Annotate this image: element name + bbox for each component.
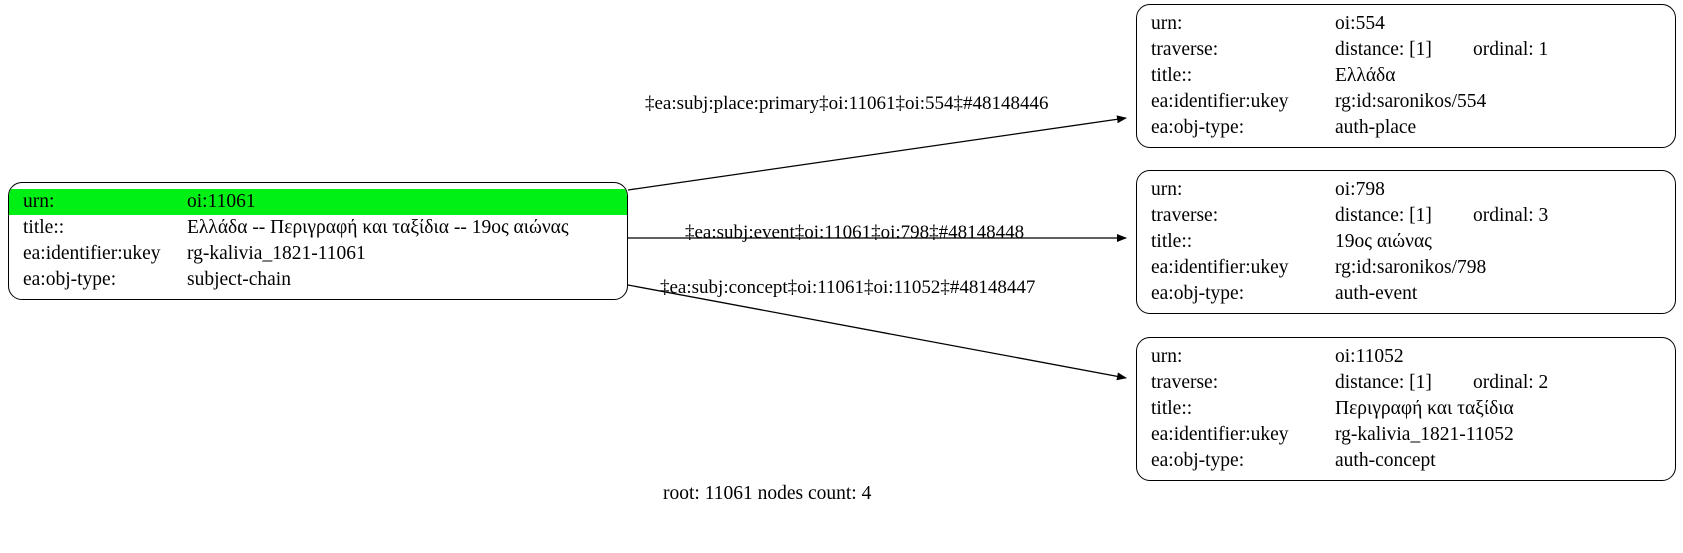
row-key: urn: (1151, 346, 1183, 367)
row-value: auth-concept (1335, 450, 1436, 471)
node-row: title:: 19ος αιώνας (1137, 229, 1675, 255)
row-key: title:: (1151, 65, 1193, 86)
node-row: ea:obj-type: auth-event (1137, 281, 1675, 307)
node-row: title:: Περιγραφή και ταξίδια (1137, 396, 1675, 422)
node-target-oi-11052[interactable]: urn: oi:11052 traverse: distance: [1] ord… (1136, 337, 1676, 481)
node-row: ea:obj-type: auth-concept (1137, 448, 1675, 474)
graph-footer-summary: root: 11061 nodes count: 4 (663, 483, 872, 504)
row-key: ea:identifier:ukey (1151, 91, 1289, 112)
row-value: rg:id:saronikos/554 (1335, 91, 1487, 112)
edge-label-concept: ‡ea:subj:concept‡oi:11061‡oi:11052‡#4814… (660, 277, 1036, 298)
edge-label-event: ‡ea:subj:event‡oi:11061‡oi:798‡#48148448 (685, 222, 1025, 243)
row-key: urn: (9, 189, 187, 215)
row-value: rg:id:saronikos/798 (1335, 257, 1487, 278)
row-value: 19ος αιώνας (1335, 231, 1432, 252)
row-value-ordinal: ordinal: 1 (1473, 39, 1549, 60)
row-value: oi:798 (1335, 179, 1385, 200)
row-value: rg-kalivia_1821-11061 (187, 243, 366, 264)
row-value: oi:11061 (187, 189, 627, 215)
node-row: ea:identifier:ukey rg:id:saronikos/798 (1137, 255, 1675, 281)
row-key: ea:obj-type: (1151, 283, 1245, 304)
node-row: traverse: distance: [1] ordinal: 3 (1137, 203, 1675, 229)
row-value: auth-place (1335, 117, 1417, 138)
node-row: traverse: distance: [1] ordinal: 2 (1137, 370, 1675, 396)
node-row: ea:identifier:ukey rg:id:saronikos/554 (1137, 89, 1675, 115)
edge-path-place (627, 115, 1127, 191)
row-value: rg-kalivia_1821-11052 (1335, 424, 1514, 445)
row-key: ea:identifier:ukey (23, 243, 161, 264)
row-value: oi:11052 (1335, 346, 1404, 367)
node-row: traverse: distance: [1] ordinal: 1 (1137, 37, 1675, 63)
row-key: traverse: (1151, 205, 1219, 226)
row-key: ea:obj-type: (1151, 117, 1245, 138)
row-value: subject-chain (187, 269, 291, 290)
row-value: oi:554 (1335, 13, 1385, 34)
row-key: title:: (1151, 398, 1193, 419)
row-key: urn: (1151, 13, 1183, 34)
node-row: urn: oi:11061 (9, 189, 627, 215)
row-value-ordinal: ordinal: 3 (1473, 205, 1549, 226)
row-value: distance: [1] ordinal: 1 (1335, 37, 1675, 63)
row-value: distance: [1] ordinal: 2 (1335, 370, 1675, 396)
row-key: title:: (23, 217, 65, 238)
node-row: urn: oi:798 (1137, 177, 1675, 203)
row-key: ea:obj-type: (23, 269, 117, 290)
row-key: title:: (1151, 231, 1193, 252)
row-value: auth-event (1335, 283, 1418, 304)
node-row: ea:obj-type: auth-place (1137, 115, 1675, 141)
row-key: ea:identifier:ukey (1151, 257, 1289, 278)
edge-label-place-primary: ‡ea:subj:place:primary‡oi:11061‡oi:554‡#… (645, 93, 1049, 114)
node-target-oi-798[interactable]: urn: oi:798 traverse: distance: [1] ordin… (1136, 170, 1676, 314)
node-row: ea:identifier:ukey rg-kalivia_1821-11052 (1137, 422, 1675, 448)
row-key: ea:identifier:ukey (1151, 424, 1289, 445)
row-value-distance: distance: [1] (1335, 205, 1432, 226)
node-row: title:: Ελλάδα (1137, 63, 1675, 89)
row-value-ordinal: ordinal: 2 (1473, 372, 1549, 393)
node-row: urn: oi:554 (1137, 11, 1675, 37)
row-key: traverse: (1151, 39, 1219, 60)
row-key: ea:obj-type: (1151, 450, 1245, 471)
node-row: ea:identifier:ukey rg-kalivia_1821-11061 (9, 241, 627, 267)
row-key: urn: (1151, 179, 1183, 200)
node-row: title:: Ελλάδα -- Περιγραφή και ταξίδια … (9, 215, 627, 241)
row-key: traverse: (1151, 372, 1219, 393)
row-value: distance: [1] ordinal: 3 (1335, 203, 1675, 229)
node-root-subject-chain[interactable]: urn: oi:11061 title:: Ελλάδα -- Περιγραφ… (8, 182, 628, 300)
row-value-distance: distance: [1] (1335, 39, 1432, 60)
row-value: Ελλάδα -- Περιγραφή και ταξίδια -- 19ος … (187, 217, 569, 238)
row-value: Ελλάδα (1335, 65, 1396, 86)
row-value-distance: distance: [1] (1335, 372, 1432, 393)
node-row: urn: oi:11052 (1137, 344, 1675, 370)
row-value: Περιγραφή και ταξίδια (1335, 398, 1514, 419)
node-row: ea:obj-type: subject-chain (9, 267, 627, 293)
node-target-oi-554[interactable]: urn: oi:554 traverse: distance: [1] ordin… (1136, 4, 1676, 148)
